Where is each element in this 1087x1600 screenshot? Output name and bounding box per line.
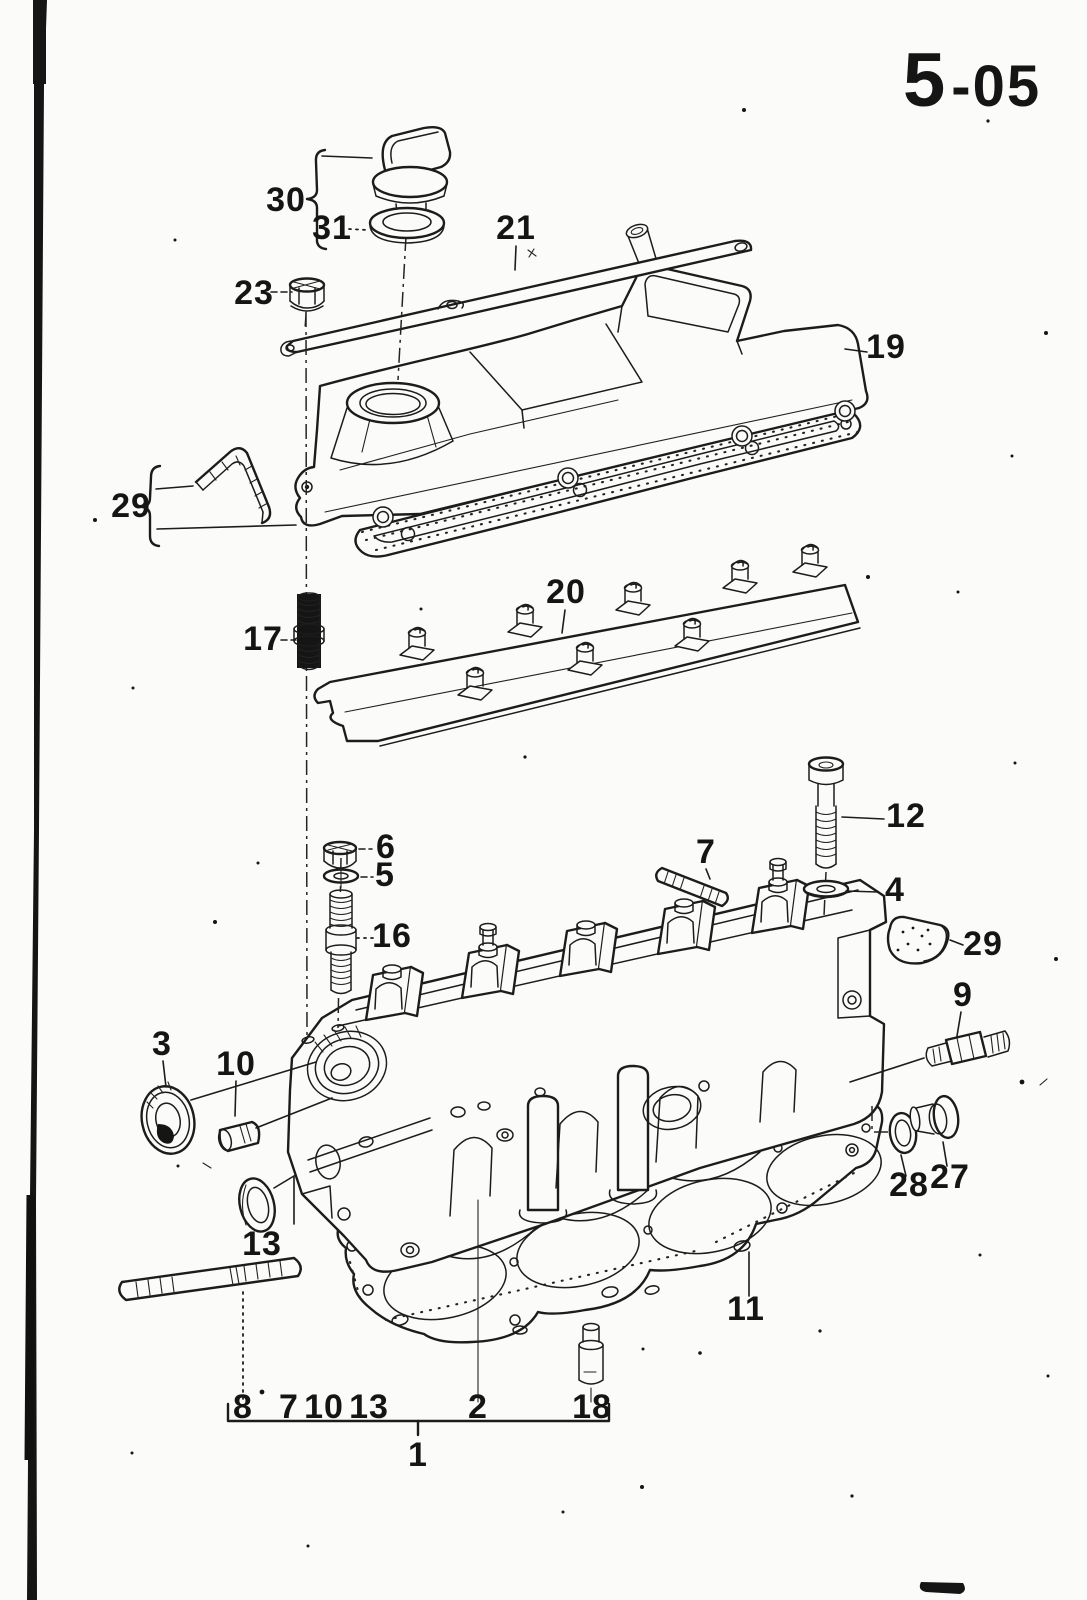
callout-12: 12 <box>886 797 926 835</box>
camshaft-bore <box>306 1025 388 1102</box>
part-cap-nut <box>288 277 326 327</box>
part-gasket-rail <box>280 239 753 357</box>
callout-2: 2 <box>468 1388 488 1426</box>
part-seal-ring-28 <box>888 1111 918 1155</box>
callout-13-bottom: 13 <box>349 1388 389 1426</box>
callout-11: 11 <box>727 1290 765 1328</box>
callout-30: 30 <box>266 181 306 219</box>
callout-10-bottom: 10 <box>304 1388 344 1426</box>
part-cylinder-head <box>286 857 888 1273</box>
callout-29-right: 29 <box>963 925 1003 963</box>
callout-7-bottom: 7 <box>279 1388 299 1426</box>
callout-6: 6 <box>376 828 396 866</box>
callout-4: 4 <box>885 871 905 909</box>
callout-18: 18 <box>572 1388 612 1426</box>
callout-labels: 5-05 30 31 23 21 19 29 17 20 12 6 5 16 7… <box>111 38 1041 1474</box>
flange-ears <box>301 400 856 528</box>
part-fitting-9 <box>925 1030 1011 1067</box>
callout-3: 3 <box>152 1025 172 1063</box>
callout-28: 28 <box>889 1166 929 1204</box>
part-nut-6 <box>322 840 358 869</box>
part-stud-16 <box>325 889 357 996</box>
part-baffle-plate <box>313 543 861 747</box>
callout-13-left: 13 <box>242 1225 282 1263</box>
part-valve-cover <box>294 223 869 528</box>
paper-speckles <box>93 108 1058 1548</box>
page-number: 5-05 <box>903 38 1041 123</box>
part-oil-filler-cap <box>371 125 452 217</box>
bearing-towers <box>364 857 811 1022</box>
callout-17: 17 <box>243 620 283 658</box>
brace-30 <box>305 148 328 251</box>
part-head-bolt-12 <box>807 756 845 872</box>
callout-27: 27 <box>930 1158 970 1196</box>
part-dowel-10 <box>217 1120 261 1153</box>
baffle-cap-nuts <box>399 543 828 701</box>
callout-1: 1 <box>408 1436 428 1474</box>
brace-29 <box>140 464 162 548</box>
part-oil-seal-3 <box>140 1081 196 1155</box>
callout-29-left: 29 <box>111 487 151 525</box>
leader-lines <box>140 148 964 1403</box>
callout-20: 20 <box>546 573 586 611</box>
part-stud-17 <box>293 592 325 671</box>
part-plug-27 <box>909 1094 960 1140</box>
bottom-group-bracket <box>226 1402 611 1437</box>
callout-23: 23 <box>234 274 274 312</box>
callout-21: 21 <box>496 209 536 247</box>
valve-stems <box>518 1064 658 1224</box>
part-corner-seal-strip <box>194 447 272 525</box>
part-half-moon-seal <box>886 915 950 965</box>
callout-10-left: 10 <box>216 1045 256 1083</box>
callout-7-upper: 7 <box>696 833 716 871</box>
scan-artifact-bottom-blob <box>919 1582 965 1594</box>
callout-9: 9 <box>953 976 973 1014</box>
part-stud-7 <box>655 866 729 908</box>
part-cap-seal <box>368 206 446 244</box>
part-sealing-cap-13 <box>238 1177 276 1233</box>
part-stud-8 <box>118 1256 302 1302</box>
scan-artifact-left-bar <box>24 0 47 1600</box>
callout-31: 31 <box>312 209 352 247</box>
part-washer-5 <box>322 865 360 889</box>
callout-19: 19 <box>866 328 906 366</box>
callout-8: 8 <box>233 1388 253 1426</box>
callout-5: 5 <box>375 856 395 894</box>
callout-16: 16 <box>372 917 412 955</box>
part-washer-4 <box>802 879 850 899</box>
part-valve-guide-18 <box>578 1322 604 1385</box>
